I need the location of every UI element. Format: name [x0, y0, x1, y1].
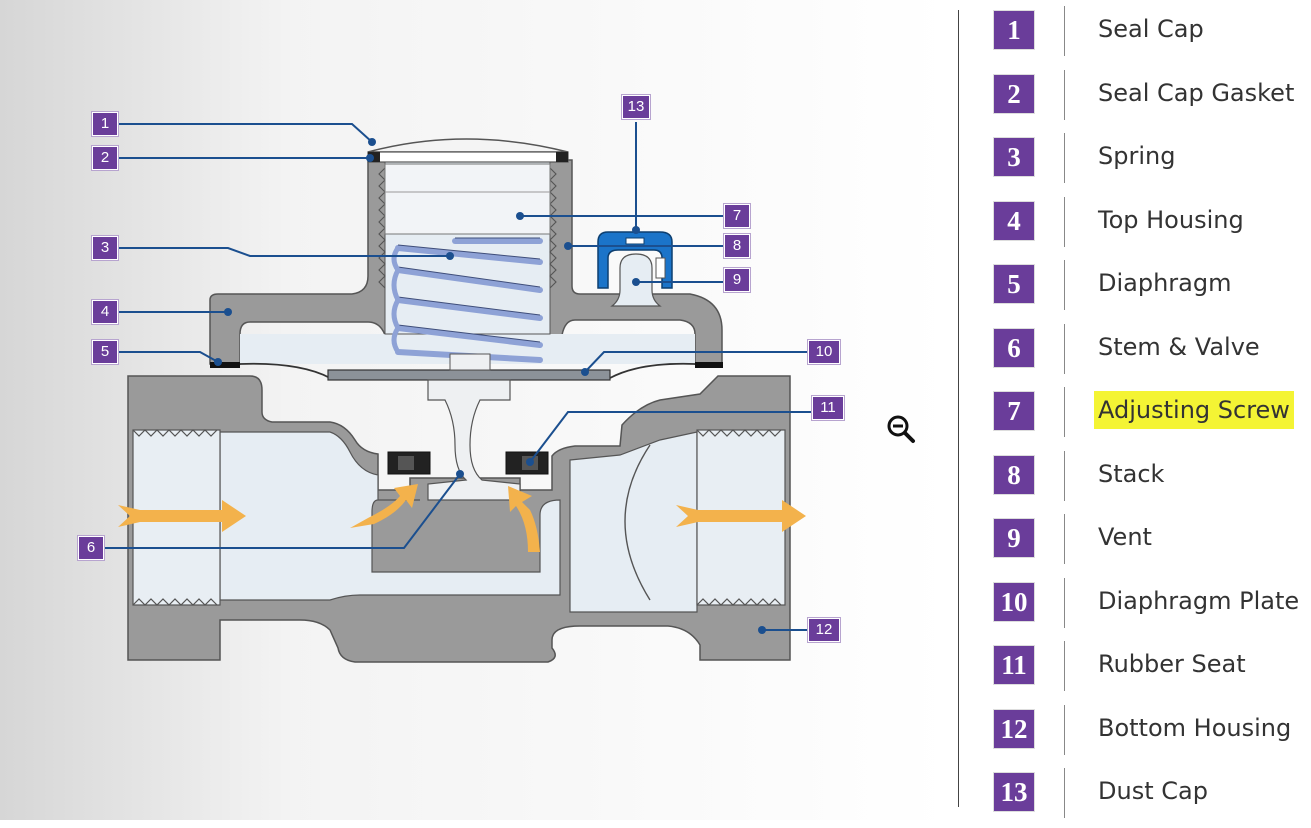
legend-badge: 4 — [993, 201, 1035, 241]
legend-badge: 1 — [993, 10, 1035, 50]
legend-item: 7 Adjusting Screw — [960, 383, 1311, 447]
legend-separator — [1064, 133, 1065, 183]
legend-item: 9 Vent — [960, 510, 1311, 574]
flow-arrows — [118, 484, 806, 552]
callout-11: 11 — [812, 396, 844, 420]
callout-5: 5 — [92, 340, 118, 364]
adjusting-screw — [384, 163, 551, 235]
seal-cap — [367, 138, 569, 153]
callout-3: 3 — [92, 236, 118, 260]
legend-separator — [1064, 578, 1065, 628]
leader-lines — [104, 122, 814, 631]
stack-slot — [625, 237, 645, 245]
legend-label: Vent — [1098, 523, 1152, 551]
legend-badge: 8 — [993, 455, 1035, 495]
inlet-chamber — [219, 431, 561, 601]
legend-item: 1 Seal Cap — [960, 2, 1311, 66]
zoom-out-icon[interactable] — [884, 412, 918, 446]
legend-label-highlighted: Adjusting Screw — [1094, 391, 1294, 429]
outlet-throat-curve — [624, 444, 651, 601]
diaphragm-clamp-right — [695, 362, 723, 368]
diaphragm-clamp-left — [210, 362, 240, 368]
legend-label: Seal Cap Gasket — [1098, 79, 1295, 107]
legend-item: 12 Bottom Housing — [960, 701, 1311, 765]
inlet-thread-top — [132, 429, 218, 437]
outlet-thread-top — [696, 429, 782, 437]
leader-endpoints — [214, 138, 766, 634]
legend-item: 6 Stem & Valve — [960, 320, 1311, 384]
legend-label: Dust Cap — [1098, 777, 1208, 805]
legend-separator — [1064, 70, 1065, 120]
legend-label: Spring — [1098, 142, 1176, 170]
spring-bends — [391, 246, 401, 354]
legend-separator — [1064, 197, 1065, 247]
callout-7: 7 — [724, 204, 750, 228]
parts-legend: 1 Seal Cap 2 Seal Cap Gasket 3 Spring 4 … — [960, 0, 1311, 820]
legend-label: Diaphragm Plate — [1098, 587, 1300, 615]
stem-nut — [449, 353, 491, 371]
gasket-right-black — [556, 152, 568, 162]
outlet-chamber — [569, 431, 698, 613]
legend-item: 13 Dust Cap — [960, 764, 1311, 828]
callout-2: 2 — [92, 146, 118, 170]
legend-label: Seal Cap — [1098, 15, 1204, 43]
legend-badge: 2 — [993, 74, 1035, 114]
regulator-cutaway-svg — [0, 0, 950, 820]
inlet-thread-bottom — [132, 598, 218, 606]
callout-9: 9 — [724, 268, 750, 292]
legend-badge: 5 — [993, 264, 1035, 304]
legend-item: 10 Diaphragm Plate — [960, 574, 1311, 638]
legend-item: 3 Spring — [960, 129, 1311, 193]
spring-coils — [395, 238, 543, 363]
legend-badge: 9 — [993, 518, 1035, 558]
legend-separator — [1064, 768, 1065, 818]
legend-separator — [1064, 514, 1065, 564]
legend-label: Top Housing — [1098, 206, 1244, 234]
legend-label: Diaphragm — [1098, 269, 1232, 297]
legend-separator — [1064, 641, 1065, 691]
seal-cap-gasket — [367, 151, 569, 163]
legend-label: Stem & Valve — [1098, 333, 1260, 361]
legend-badge: 13 — [993, 772, 1035, 812]
diaphragm-plate — [327, 369, 611, 381]
legend-item: 11 Rubber Seat — [960, 637, 1311, 701]
legend-separator — [1064, 260, 1065, 310]
legend-item: 8 Stack — [960, 447, 1311, 511]
legend-badge: 12 — [993, 709, 1035, 749]
callout-10: 10 — [808, 340, 840, 364]
legend-item: 5 Diaphragm — [960, 256, 1311, 320]
legend-badge: 7 — [993, 391, 1035, 431]
legend-separator — [1064, 451, 1065, 501]
legend-separator — [1064, 705, 1065, 755]
legend-item: 2 Seal Cap Gasket — [960, 66, 1311, 130]
legend-separator — [1064, 6, 1065, 56]
callout-6: 6 — [78, 536, 104, 560]
gasket-left-black — [368, 152, 380, 162]
legend-badge: 6 — [993, 328, 1035, 368]
legend-badge: 3 — [993, 137, 1035, 177]
legend-label: Bottom Housing — [1098, 714, 1292, 742]
callout-12: 12 — [808, 618, 840, 642]
legend-separator — [1064, 324, 1065, 374]
legend-item: 4 Top Housing — [960, 193, 1311, 257]
regulator-cutaway-diagram: 1 2 3 4 5 6 7 8 9 10 11 12 13 — [0, 0, 950, 820]
callout-1: 1 — [92, 112, 118, 136]
legend-badge: 10 — [993, 582, 1035, 622]
callout-4: 4 — [92, 300, 118, 324]
callout-8: 8 — [724, 234, 750, 258]
rubber-seat-left-inner — [398, 456, 414, 470]
legend-label: Stack — [1098, 460, 1165, 488]
callout-13: 13 — [622, 95, 650, 119]
legend-label: Rubber Seat — [1098, 650, 1246, 678]
legend-badge: 11 — [993, 645, 1035, 685]
legend-divider — [958, 10, 959, 807]
spring-coils-outline — [397, 237, 541, 343]
outlet-thread-bottom — [696, 598, 782, 606]
legend-separator — [1064, 387, 1065, 437]
vent-opening — [655, 257, 666, 279]
